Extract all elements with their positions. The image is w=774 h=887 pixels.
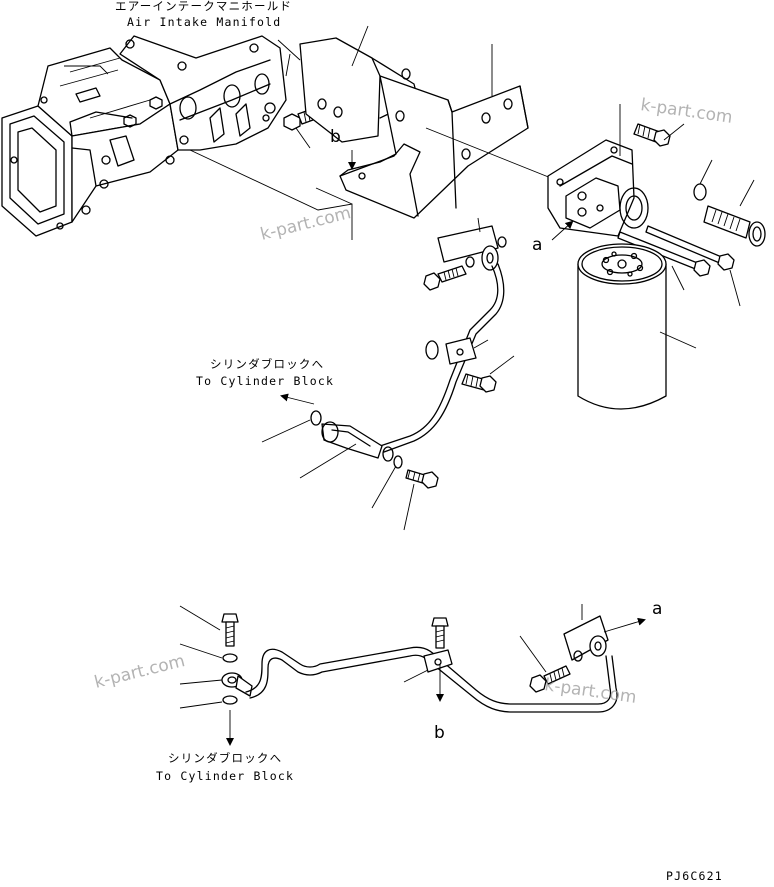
pipe-clamp xyxy=(425,337,477,365)
cylinder-block-label-en-lower: To Cylinder Block xyxy=(156,769,294,783)
drawing-code: PJ6C621 xyxy=(666,869,723,883)
bolt xyxy=(633,123,671,147)
manifold-label-jp: エアーインテークマニホールド xyxy=(115,0,292,13)
watermark: k-part.com xyxy=(639,95,733,128)
long-bolt xyxy=(617,225,735,277)
bolt xyxy=(221,613,239,647)
reference-letter-a: a xyxy=(532,235,542,255)
washer xyxy=(497,236,507,248)
valve-plug xyxy=(703,205,766,247)
filter-bracket xyxy=(299,37,529,219)
pipe-clamp xyxy=(423,649,453,673)
reference-letter-a-lower: a xyxy=(652,599,662,619)
bolt xyxy=(405,469,439,489)
bolt xyxy=(461,373,497,393)
washer xyxy=(222,695,238,705)
washer xyxy=(382,446,394,462)
air-intake-manifold xyxy=(1,35,287,237)
bolt xyxy=(423,265,467,291)
fuel-filter-cartridge xyxy=(577,243,667,410)
eye-joint xyxy=(221,672,253,697)
washer xyxy=(393,455,403,469)
bolt xyxy=(529,665,571,693)
cylinder-block-label-jp: シリンダブロックへ xyxy=(210,357,324,371)
bolt xyxy=(431,617,449,649)
pipe-clip-bracket xyxy=(563,615,609,661)
reference-letter-b: b xyxy=(330,127,341,147)
washer xyxy=(465,256,475,268)
fuel-pipe xyxy=(245,646,612,705)
watermark: k-part.com xyxy=(258,203,353,245)
cylinder-block-label-jp-lower: シリンダブロックへ xyxy=(168,751,282,765)
watermark: k-part.com xyxy=(543,675,637,708)
reference-letter-b-lower: b xyxy=(434,723,445,743)
pipe-clip-bracket xyxy=(437,225,499,271)
fuel-pipe xyxy=(379,265,499,447)
o-ring xyxy=(693,183,707,201)
cylinder-block-label-en: To Cylinder Block xyxy=(196,374,334,388)
eye-joint xyxy=(310,410,383,459)
washer xyxy=(573,650,583,662)
washer xyxy=(222,653,238,663)
watermark: k-part.com xyxy=(92,651,187,693)
manifold-label-en: Air Intake Manifold xyxy=(127,15,281,29)
filter-head xyxy=(547,139,649,237)
